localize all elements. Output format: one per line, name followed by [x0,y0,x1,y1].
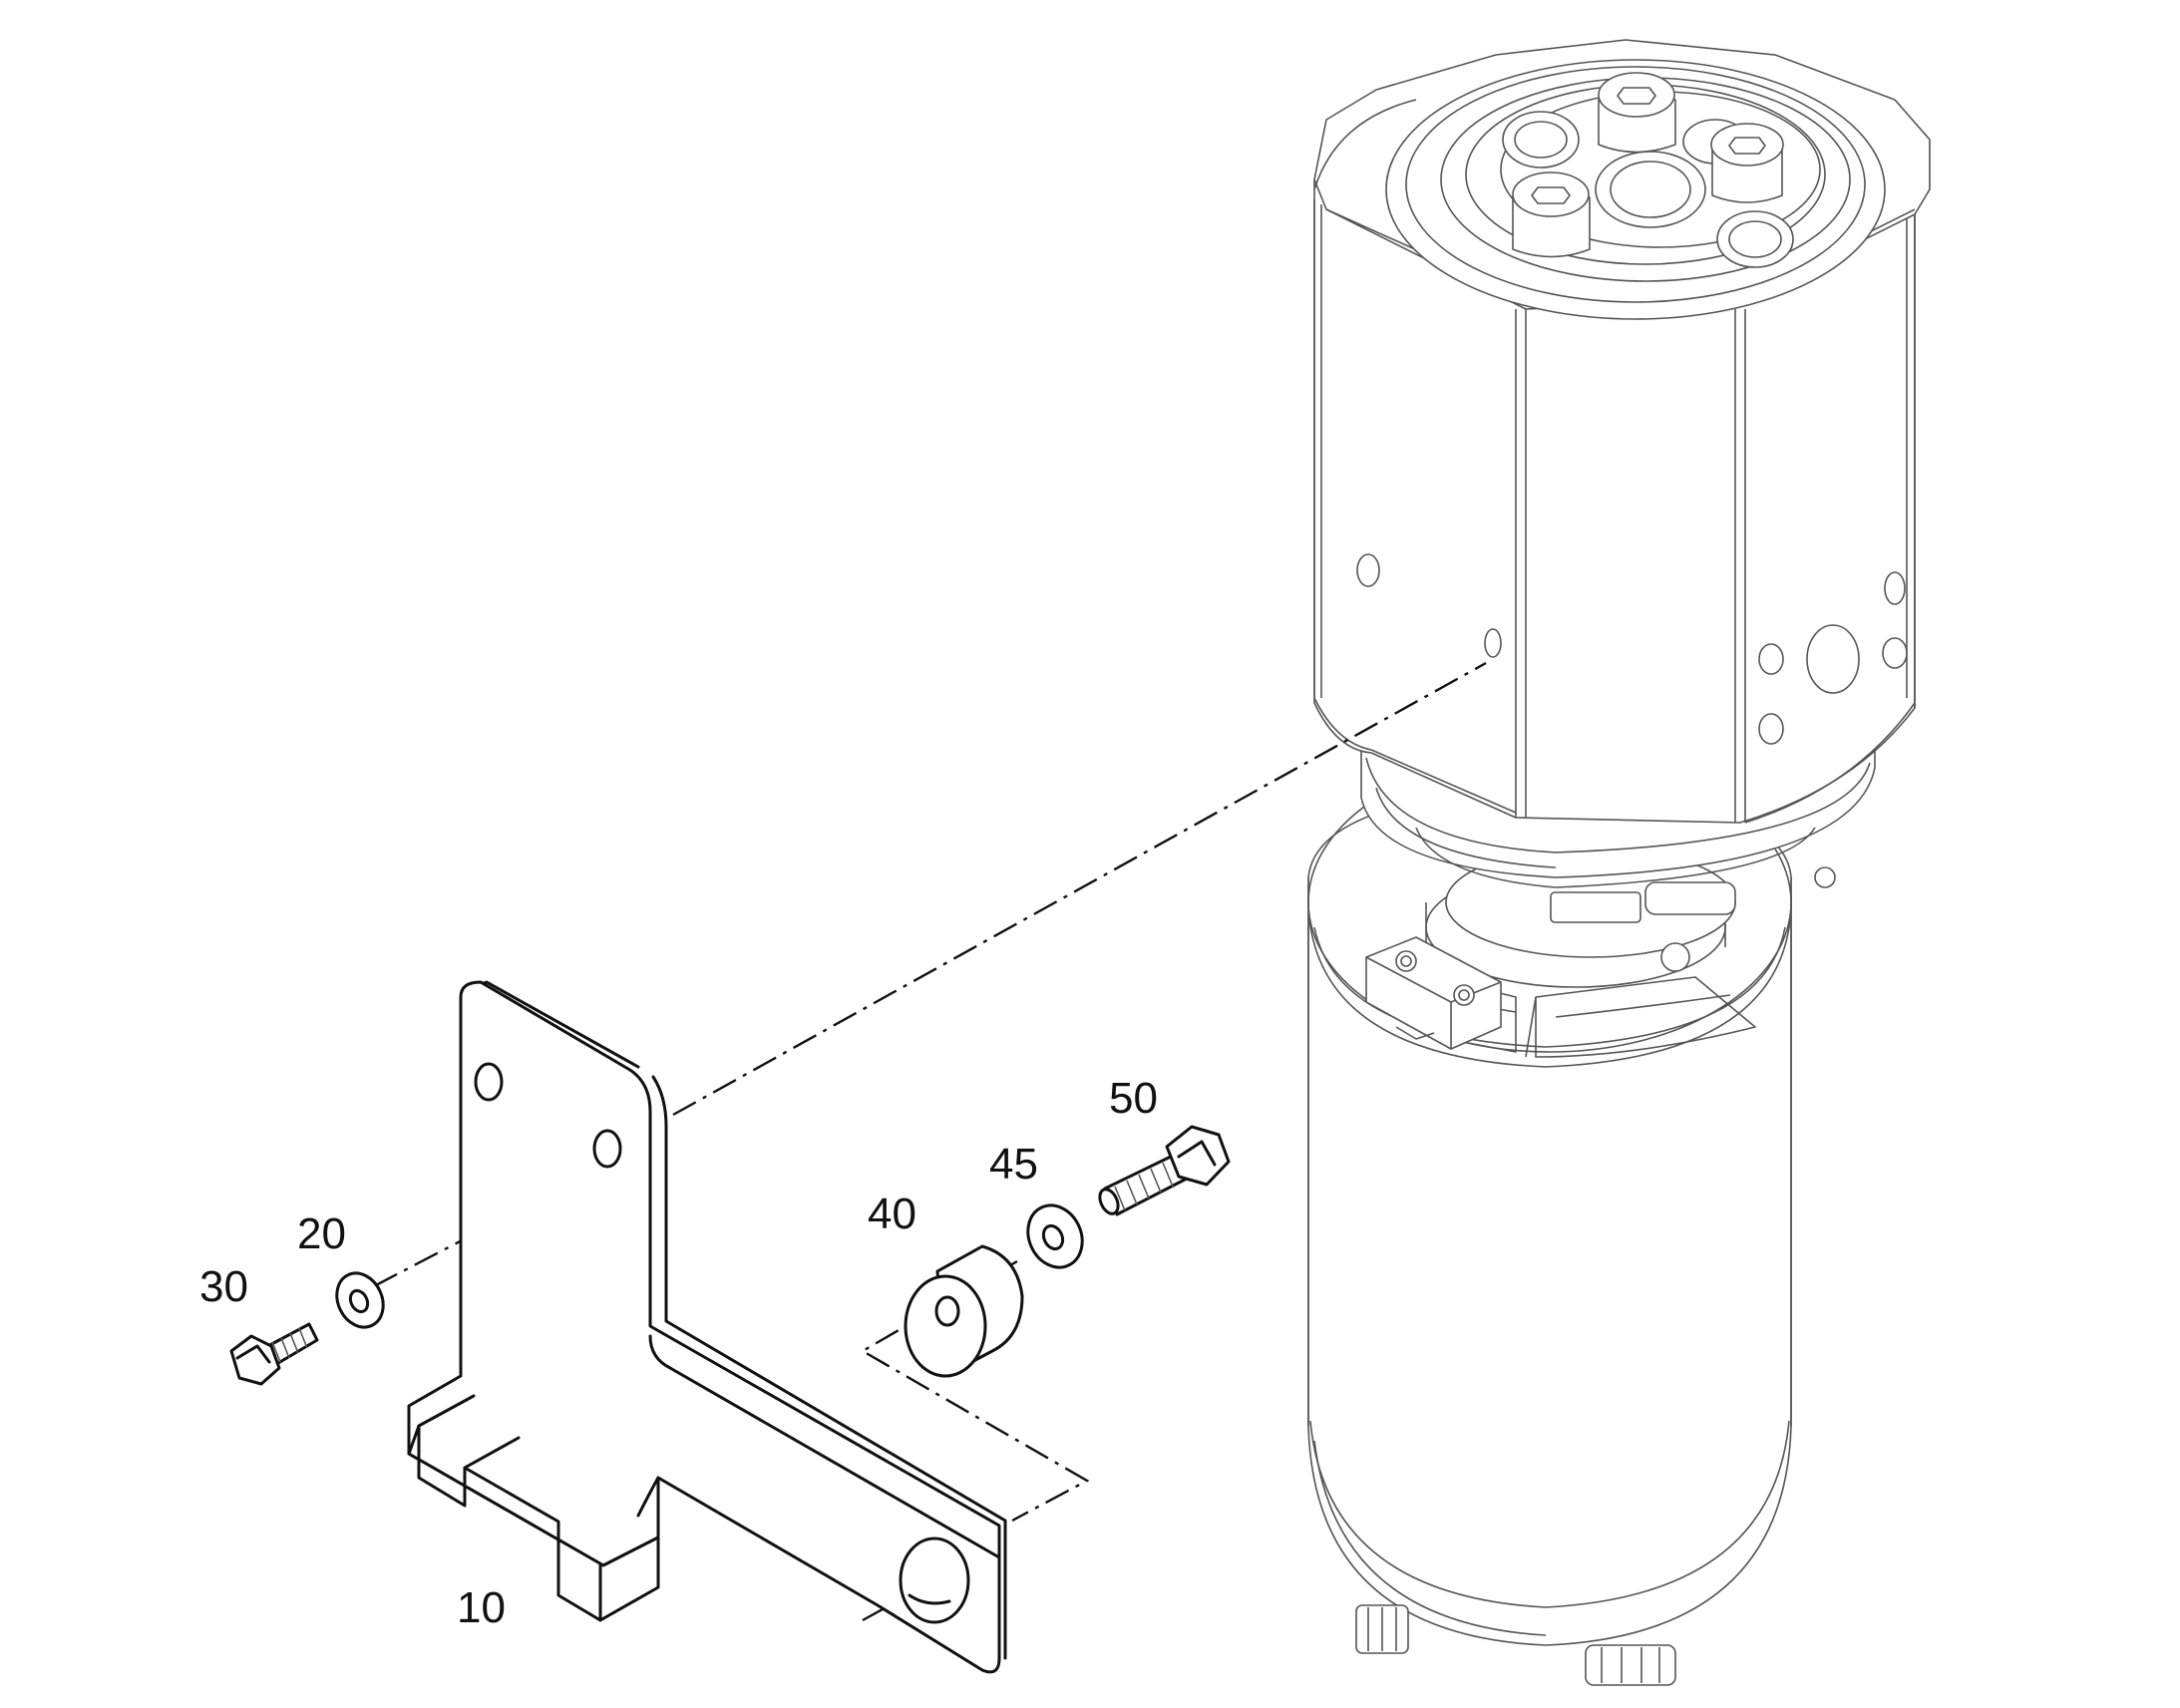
callout-30: 30 [199,1262,248,1311]
mounting-bracket [407,980,1007,1674]
callout-labels: 10 20 30 40 45 50 [199,1074,1158,1632]
washer-20 [335,1271,385,1329]
hex-screw-30 [229,1322,319,1386]
top-cap [1313,39,1931,320]
spacer-40 [904,1244,1024,1378]
callout-40: 40 [868,1190,916,1238]
main-unit-assembly [1307,39,1931,1686]
octagonal-body [1313,178,1916,824]
callout-20: 20 [297,1209,346,1258]
callout-10: 10 [457,1583,506,1632]
lower-cylinder-housing [1307,876,1792,1686]
callout-45: 45 [989,1140,1038,1189]
washer-45 [1026,1203,1084,1269]
callout-50: 50 [1109,1074,1158,1123]
hex-screw-50 [1098,1125,1231,1216]
